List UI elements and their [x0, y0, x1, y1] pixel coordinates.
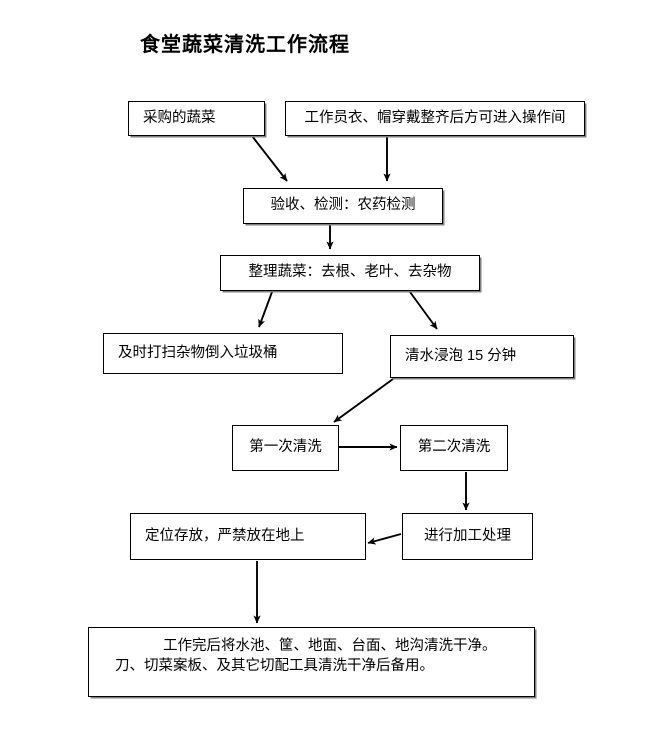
- node-label-block: 工作完后将水池、筐、地面、台面、地沟清洗干净。 刀、切菜案板、及其它切配工具清洗…: [89, 637, 534, 676]
- node-label: 采购的蔬菜: [143, 109, 216, 126]
- node-label: 清水浸泡 15 分钟: [405, 347, 517, 364]
- node-label: 工作员衣、帽穿戴整齐后方可进入操作间: [304, 109, 566, 126]
- node-sort-vegetables[interactable]: 整理蔬菜：去根、老叶、去杂物: [220, 255, 480, 291]
- node-processing[interactable]: 进行加工处理: [402, 513, 533, 560]
- node-label: 定位存放，严禁放在地上: [145, 527, 305, 544]
- node-label: 验收、检测：农药检测: [270, 197, 416, 214]
- edge-sort-to-soak: [409, 291, 438, 330]
- node-acceptance-inspection[interactable]: 验收、检测：农药检测: [243, 188, 443, 224]
- node-first-wash[interactable]: 第一次清洗: [232, 425, 339, 471]
- node-final-cleanup[interactable]: 工作完后将水池、筐、地面、台面、地沟清洗干净。 刀、切菜案板、及其它切配工具清洗…: [88, 627, 535, 697]
- node-label-line-1: 工作完后将水池、筐、地面、台面、地沟清洗干净。: [163, 638, 497, 654]
- edge-purchased-to-inspection: [251, 135, 288, 182]
- node-second-wash[interactable]: 第二次清洗: [400, 425, 508, 471]
- node-store-in-place[interactable]: 定位存放，严禁放在地上: [130, 513, 366, 560]
- node-label: 进行加工处理: [424, 527, 511, 544]
- node-label: 整理蔬菜：去根、老叶、去杂物: [248, 264, 452, 281]
- node-label-line-2: 刀、切菜案板、及其它切配工具清洗干净后备用。: [115, 657, 434, 674]
- page-title: 食堂蔬菜清洗工作流程: [140, 34, 350, 56]
- edge-soak-to-firstwash: [333, 378, 394, 423]
- node-dispose-waste[interactable]: 及时打扫杂物倒入垃圾桶: [103, 333, 343, 374]
- node-label: 及时打扫杂物倒入垃圾桶: [118, 344, 278, 361]
- node-soak-clean-water[interactable]: 清水浸泡 15 分钟: [390, 335, 574, 378]
- edge-sort-to-waste: [258, 291, 273, 328]
- node-staff-dress-code[interactable]: 工作员衣、帽穿戴整齐后方可进入操作间: [285, 101, 585, 136]
- node-label: 第一次清洗: [249, 439, 322, 456]
- node-purchased-vegetables[interactable]: 采购的蔬菜: [128, 101, 265, 136]
- node-label: 第二次清洗: [417, 439, 491, 456]
- edge-processing-to-store: [367, 533, 402, 545]
